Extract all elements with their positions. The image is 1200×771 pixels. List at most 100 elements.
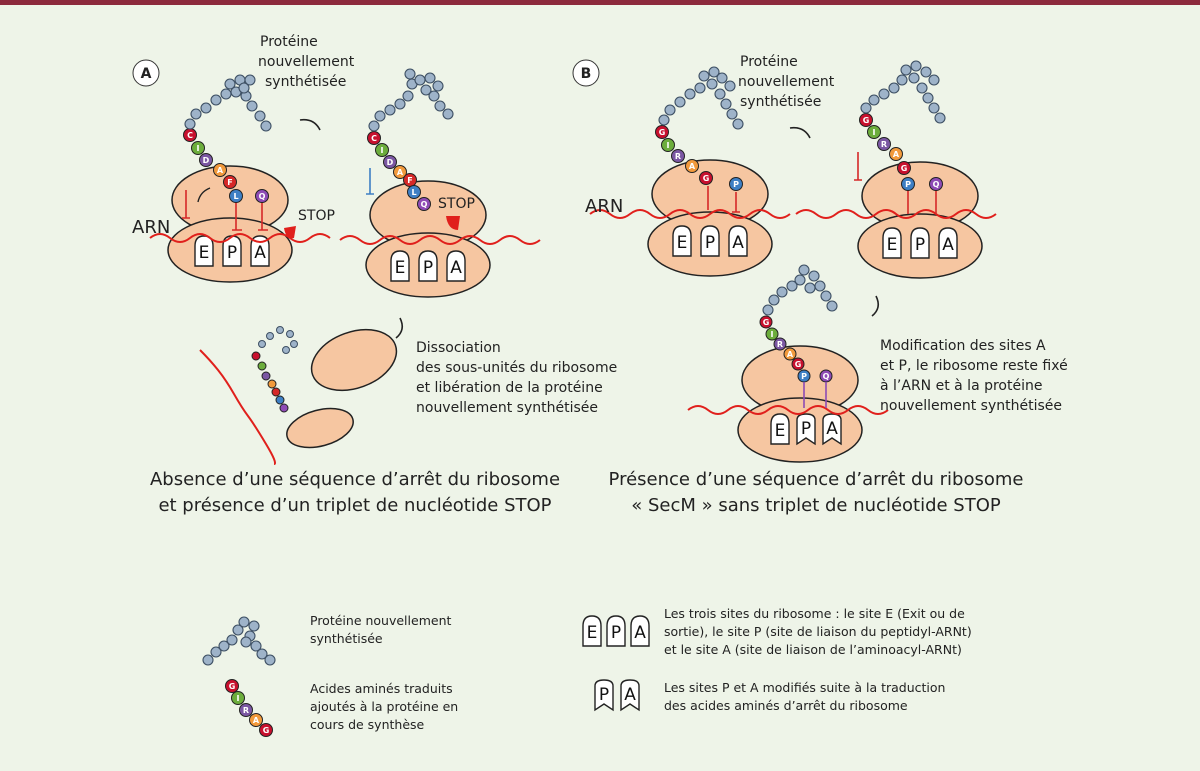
svg-text:P: P [905,180,911,189]
svg-text:I: I [771,330,774,339]
dissociation-4: nouvellement synthétisée [416,400,598,416]
svg-text:E: E [395,258,406,278]
svg-text:F: F [407,176,412,185]
svg-text:A: A [254,243,266,263]
svg-text:A: A [826,419,838,439]
trna-group [182,190,268,231]
legend-protein-icon [202,616,276,666]
legend-aa-3: cours de synthèse [310,717,425,732]
rna-label: ARN [132,217,170,238]
legend-modified-2: des acides aminés d’arrêt du ribosome [664,698,908,713]
svg-text:A: A [253,716,260,725]
aa-chain-a1: C I D A F L Q [183,128,269,203]
svg-text:A: A [450,258,462,278]
caption-a-2: et présence d’un triplet de nucléotide S… [158,495,551,516]
svg-text:R: R [243,706,249,715]
svg-text:I: I [667,141,670,150]
svg-text:P: P [915,235,925,255]
release-factor-2 [446,216,460,230]
panel-letter: A [141,66,152,82]
protein-label-1: Protéine [260,34,318,50]
protein-label-3: synthétisée [265,74,346,90]
svg-text:A: A [689,162,696,171]
rna-label-b: ARN [585,196,623,217]
svg-text:C: C [371,134,377,143]
rna-strand-b1 [589,209,791,219]
legend-aa-1: Acides aminés traduits [310,681,453,696]
panel-letter-badge-b [572,59,600,87]
svg-text:A: A [217,166,224,175]
svg-text:E: E [887,235,898,255]
step-arrow-2 [395,317,404,339]
panel-a: A Protéine nouvellement synthétisée E P … [132,34,617,516]
svg-text:I: I [873,128,876,137]
svg-text:G: G [763,318,770,327]
trna-group-b1 [707,186,740,213]
step-arrow-b2 [871,295,880,317]
aa-chain-b2: G I R A G P Q [859,113,943,191]
panel-letter-badge [132,59,160,87]
legend-protein-1: Protéine nouvellement [310,613,451,628]
released-protein [251,326,298,413]
modification-2: et P, le ribosome reste fixé [880,358,1068,374]
svg-text:I: I [237,694,240,703]
legend-sites-icon: E P A [582,615,650,647]
svg-text:A: A [634,623,646,643]
release-factor [284,226,296,239]
svg-text:P: P [599,685,609,705]
rna-strand-b3 [687,405,889,415]
legend-modified-sites-icon: P A [594,679,640,711]
svg-text:A: A [942,235,954,255]
protein-beads-b1 [658,66,744,130]
caption-a-1: Absence d’une séquence d’arrêt du riboso… [150,469,560,490]
svg-text:P: P [423,258,433,278]
aa-chain-b1: G I R A G P [655,125,743,191]
svg-text:Q: Q [421,200,428,209]
caption-b-2: « SecM » sans triplet de nucléotide STOP [631,495,1001,516]
protein-beads-a2 [368,68,454,132]
svg-text:P: P [227,243,237,263]
svg-text:Q: Q [259,192,266,201]
rna-strand [149,233,331,243]
aa-chain-a2: C I D A F L Q [367,131,431,211]
svg-text:R: R [881,140,887,149]
svg-text:A: A [732,233,744,253]
svg-text:G: G [901,164,908,173]
ribosome-b3: E P A [737,345,863,463]
protein-beads-a1 [184,74,272,132]
legend-sites-1: Les trois sites du ribosome : le site E … [664,606,965,621]
modification-3: à l’ARN et à la protéine [880,378,1042,394]
rna-strand-b2 [795,209,997,219]
stop-label: STOP [298,208,335,224]
protein-beads-b3 [762,264,838,316]
step-arrow [299,118,321,131]
caption-b-1: Présence d’une séquence d’arrêt du ribos… [609,469,1024,490]
svg-text:P: P [611,623,621,643]
trna-exit [366,168,374,195]
svg-text:P: P [705,233,715,253]
protein-label-b-1: Protéine [740,54,798,70]
svg-text:A: A [397,168,404,177]
svg-text:E: E [677,233,688,253]
curve-arrow [197,187,211,203]
dissociation-2: des sous-unités du ribosome [416,360,617,376]
modification-4: nouvellement synthétisée [880,398,1062,414]
legend: Protéine nouvellement synthétisée G I R … [202,606,972,737]
svg-text:R: R [675,152,681,161]
protein-label-b-2: nouvellement [738,74,835,90]
top-bar [0,0,1200,5]
dissociation-1: Dissociation [416,340,501,356]
svg-text:E: E [587,623,598,643]
svg-text:G: G [263,726,270,735]
svg-text:D: D [203,156,210,165]
ribosome-b2: E P A [857,161,983,279]
svg-text:I: I [197,144,200,153]
stop-label-2: STOP [438,196,475,212]
svg-text:G: G [863,116,870,125]
svg-text:C: C [187,131,193,140]
svg-text:E: E [775,421,786,441]
trna-group-b3 [803,382,827,408]
svg-text:E: E [199,243,210,263]
legend-aa-icon: G I R A G [225,679,273,737]
